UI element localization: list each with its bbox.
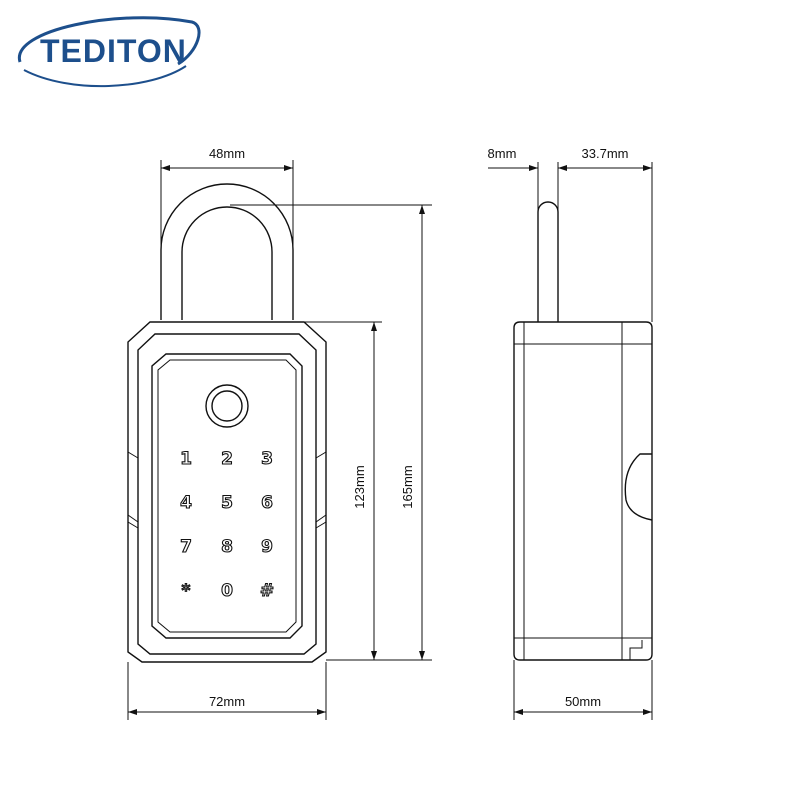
dim-shackle-offset-label: 33.7mm <box>582 146 629 161</box>
logo-swoosh <box>18 16 201 66</box>
front-body-inner <box>137 333 317 655</box>
key-hash[interactable]: # <box>259 580 274 601</box>
key-3[interactable]: 3 <box>261 448 274 469</box>
dim-body-width: 72mm <box>127 662 327 720</box>
side-body <box>513 321 653 661</box>
keypad-panel <box>151 353 303 639</box>
dim-side-top: 8mm 33.7mm <box>488 146 653 322</box>
dim-body-width-label: 72mm <box>209 694 245 709</box>
key-7[interactable]: 7 <box>180 536 193 557</box>
key-4[interactable]: 4 <box>180 492 193 513</box>
logo-swoosh-lower <box>23 65 187 88</box>
side-shackle <box>537 201 559 322</box>
dim-total-height: 165mm <box>230 204 432 661</box>
dim-shackle-width-label: 48mm <box>209 146 245 161</box>
fingerprint-sensor-inner <box>211 390 243 422</box>
key-5[interactable]: 5 <box>221 492 234 513</box>
brand-logo: TEDITON <box>18 16 201 88</box>
front-shackle <box>160 183 294 320</box>
front-shackle-inner <box>181 206 273 320</box>
side-latch-cutout <box>624 453 653 521</box>
key-2[interactable]: 2 <box>221 448 234 469</box>
brand-name: TEDITON <box>40 33 187 69</box>
front-left-grip <box>127 451 139 529</box>
dim-body-height: 123mm <box>304 321 382 660</box>
dim-shackle-thickness-label: 8mm <box>488 146 517 161</box>
side-view: 8mm 33.7mm 50mm <box>488 146 653 720</box>
key-1[interactable]: 1 <box>180 448 193 469</box>
side-bottom-tab <box>629 640 643 660</box>
key-8[interactable]: 8 <box>221 536 234 557</box>
dim-shackle-width: 48mm <box>160 146 294 250</box>
front-right-grip <box>315 451 327 529</box>
front-body-outer <box>127 321 327 663</box>
dim-depth-label: 50mm <box>565 694 601 709</box>
key-0[interactable]: 0 <box>221 580 234 601</box>
dim-body-height-label: 123mm <box>352 465 367 508</box>
dim-depth: 50mm <box>513 660 653 720</box>
keypad-panel-inner <box>157 359 297 633</box>
fingerprint-sensor-icon <box>205 384 249 428</box>
key-9[interactable]: 9 <box>261 536 274 557</box>
front-view: 1 2 3 4 5 6 7 8 9 * 0 # 48mm 1 6 <box>127 146 432 720</box>
keypad-keys: 1 2 3 4 5 6 7 8 9 * 0 # <box>180 448 275 601</box>
dim-total-height-label: 165mm <box>400 465 415 508</box>
key-star[interactable]: * <box>181 580 191 601</box>
key-6[interactable]: 6 <box>261 492 274 513</box>
